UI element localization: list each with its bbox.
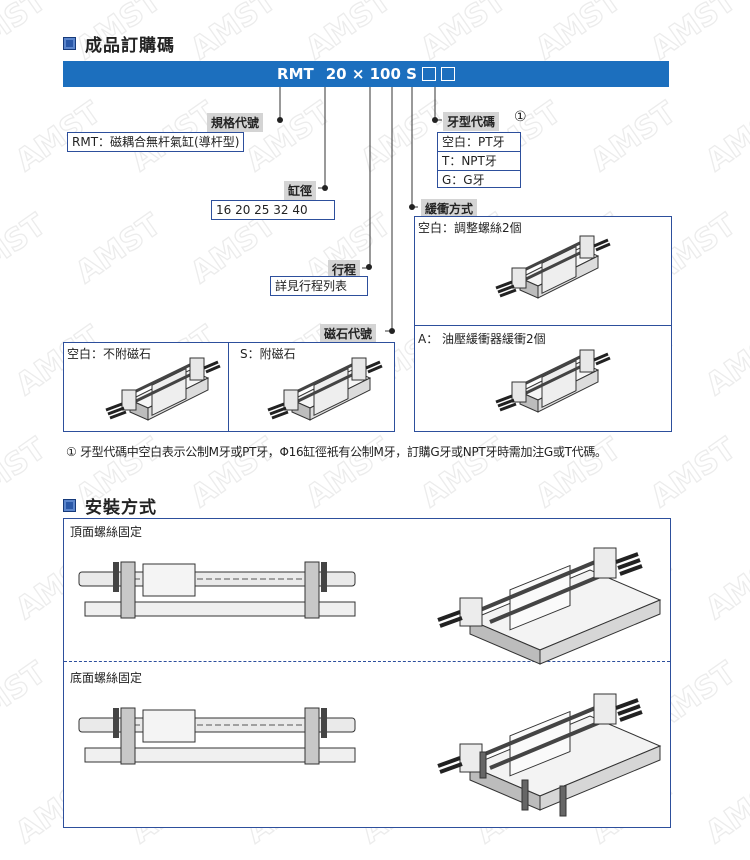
cushion-option-screw: 空白：調整螺絲2個 bbox=[418, 221, 522, 235]
code-model: RMT bbox=[277, 65, 314, 83]
cushion-option-hydraulic: A： 油壓緩衝器緩衝2個 bbox=[418, 332, 546, 346]
thread-footnote-mark: ① bbox=[514, 109, 527, 125]
mount-top-label: 頂面螺絲固定 bbox=[70, 525, 143, 539]
section-square-icon bbox=[63, 37, 76, 50]
magnet-tag: 磁石代號 bbox=[320, 324, 377, 343]
stroke-dot bbox=[366, 264, 372, 270]
code-box-2 bbox=[440, 67, 455, 81]
thread-dot bbox=[432, 117, 438, 123]
order-code-section-title: 成品訂購碼 bbox=[63, 31, 175, 56]
stroke-value-box: 詳見行程列表 bbox=[270, 276, 368, 296]
thread-option-npt: T：NPT牙 bbox=[438, 152, 520, 171]
section-square-icon bbox=[63, 499, 76, 512]
thread-options-box: 空白：PT牙 T：NPT牙 G：G牙 bbox=[437, 132, 521, 188]
thread-footnote: ① 牙型代碼中空白表示公制M牙或PT牙，Φ16缸徑衹有公制M牙，訂購G牙或NPT… bbox=[66, 445, 607, 459]
mounting-title-text: 安裝方式 bbox=[85, 498, 157, 518]
code-box-1 bbox=[421, 67, 436, 81]
magnet-option-none: 空白：不附磁石 bbox=[67, 347, 152, 361]
order-title-text: 成品訂購碼 bbox=[85, 36, 175, 56]
cushion-dot bbox=[409, 204, 415, 210]
mounting-section-title: 安裝方式 bbox=[63, 493, 157, 518]
thread-tag: 牙型代碼 bbox=[443, 112, 500, 131]
bore-value-box: 16 20 25 32 40 bbox=[211, 200, 335, 220]
magnet-dot bbox=[389, 328, 395, 334]
model-tag: 規格代號 bbox=[207, 113, 264, 132]
thread-option-g: G：G牙 bbox=[442, 173, 485, 187]
mount-bottom-label: 底面螺絲固定 bbox=[70, 671, 143, 685]
magnet-option-with: S：附磁石 bbox=[240, 347, 296, 361]
cushion-tag: 緩衝方式 bbox=[421, 199, 478, 218]
bore-tag: 缸徑 bbox=[284, 181, 317, 200]
stroke-tag: 行程 bbox=[328, 260, 361, 279]
bore-dot bbox=[322, 185, 328, 191]
model-value-box: RMT：磁耦合無杆氣缸(導杆型) bbox=[67, 132, 245, 152]
model-dot bbox=[277, 117, 283, 123]
code-spec: 20 × 100 S bbox=[325, 65, 417, 83]
order-code-bar: RMT 20 × 100 S bbox=[63, 61, 669, 87]
thread-option-pt: 空白：PT牙 bbox=[438, 133, 520, 152]
